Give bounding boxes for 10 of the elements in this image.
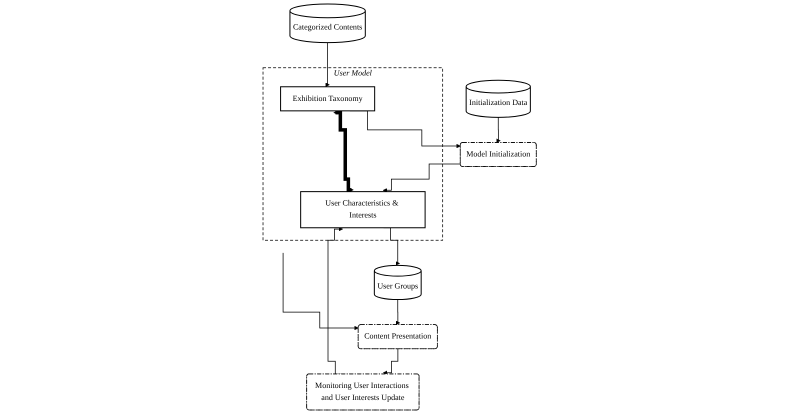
arrow: [496, 117, 501, 143]
node-box: Exhibition Taxonomy: [280, 86, 375, 112]
arrow: [382, 348, 398, 375]
arrow: [327, 226, 343, 374]
arrow: [325, 42, 330, 87]
arrow: [333, 110, 354, 192]
arrow: [282, 252, 359, 330]
node-box: User Characteristics & Interests: [300, 191, 426, 228]
arrow: [382, 164, 461, 193]
arrow: [396, 299, 400, 326]
